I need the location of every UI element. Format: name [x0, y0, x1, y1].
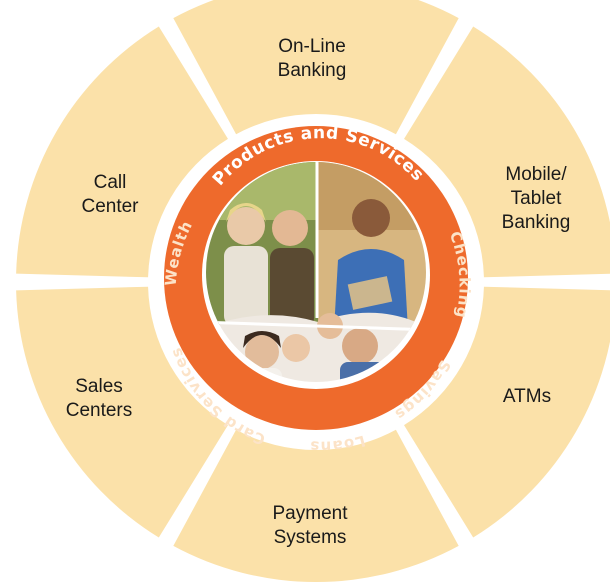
segment-atms — [404, 286, 610, 538]
channel-label-line: ATMs — [503, 386, 551, 407]
segment-mobile — [404, 26, 610, 278]
channel-label-line: Centers — [66, 400, 133, 421]
channel-label-atms: ATMs — [503, 386, 551, 407]
channel-label-line: Payment — [273, 503, 349, 524]
channel-segments — [16, 0, 610, 583]
segment-online — [173, 0, 459, 135]
channel-label-line: Tablet — [511, 188, 562, 209]
channel-label-line: Call — [94, 172, 127, 193]
business-professional-photo — [318, 162, 426, 330]
channel-label-line: Banking — [502, 212, 571, 233]
channel-label-line: Mobile/ — [505, 164, 567, 185]
segment-call — [16, 26, 228, 278]
channel-label-line: Sales — [75, 376, 123, 397]
segment-sales — [16, 286, 228, 538]
segment-payment — [173, 429, 459, 583]
channel-label-line: Systems — [274, 527, 347, 548]
channel-label-line: Center — [81, 196, 139, 217]
channel-label-line: Banking — [278, 60, 347, 81]
channel-label-line: On-Line — [278, 36, 346, 57]
